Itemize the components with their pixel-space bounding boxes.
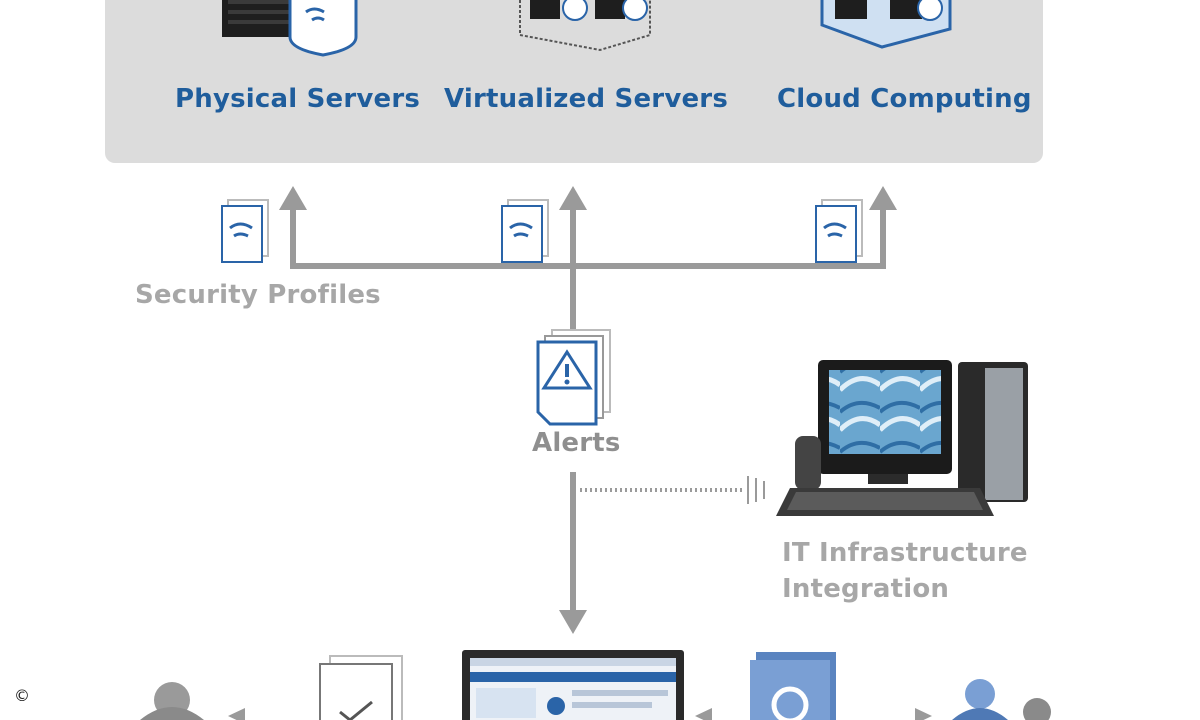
security-profile-document-icon (815, 199, 863, 263)
it-infrastructure-label: IT Infrastructure (782, 538, 1028, 568)
cloud-computing-label: Cloud Computing (777, 84, 1032, 114)
alerts-label: Alerts (532, 428, 621, 458)
alert-document-icon (536, 329, 611, 426)
it-integration-connector (580, 476, 765, 504)
management-console-laptop-icon (462, 650, 684, 720)
warning-icon (541, 349, 593, 390)
physical-servers-label: Physical Servers (175, 84, 421, 114)
arrow-right-icon (915, 708, 932, 720)
security-profile-document-icon (501, 199, 549, 263)
arrow-up-physical (279, 186, 307, 210)
security-profile-arrows (279, 186, 897, 330)
policy-document-icon (750, 652, 836, 720)
cloud-server-icon (820, 0, 952, 49)
arrow-left-icon (695, 708, 712, 720)
integration-label: Integration (782, 574, 950, 604)
report-document-icon (319, 655, 403, 720)
virtualized-server-icon (519, 0, 651, 52)
arrow-up-virtualized (559, 186, 587, 210)
virtualized-servers-label: Virtualized Servers (444, 84, 728, 114)
security-profiles-label: Security Profiles (135, 280, 381, 310)
arrow-left-icon (228, 708, 245, 720)
security-profile-document-icon (221, 199, 269, 263)
user-icon (140, 682, 204, 720)
physical-server-icon (222, 0, 358, 57)
desktop-computer-icon (776, 360, 1028, 516)
admin-users-icon (952, 679, 1051, 720)
copyright-icon: © (14, 686, 30, 705)
alerts-down-arrow (559, 472, 587, 634)
arrow-up-cloud (869, 186, 897, 210)
